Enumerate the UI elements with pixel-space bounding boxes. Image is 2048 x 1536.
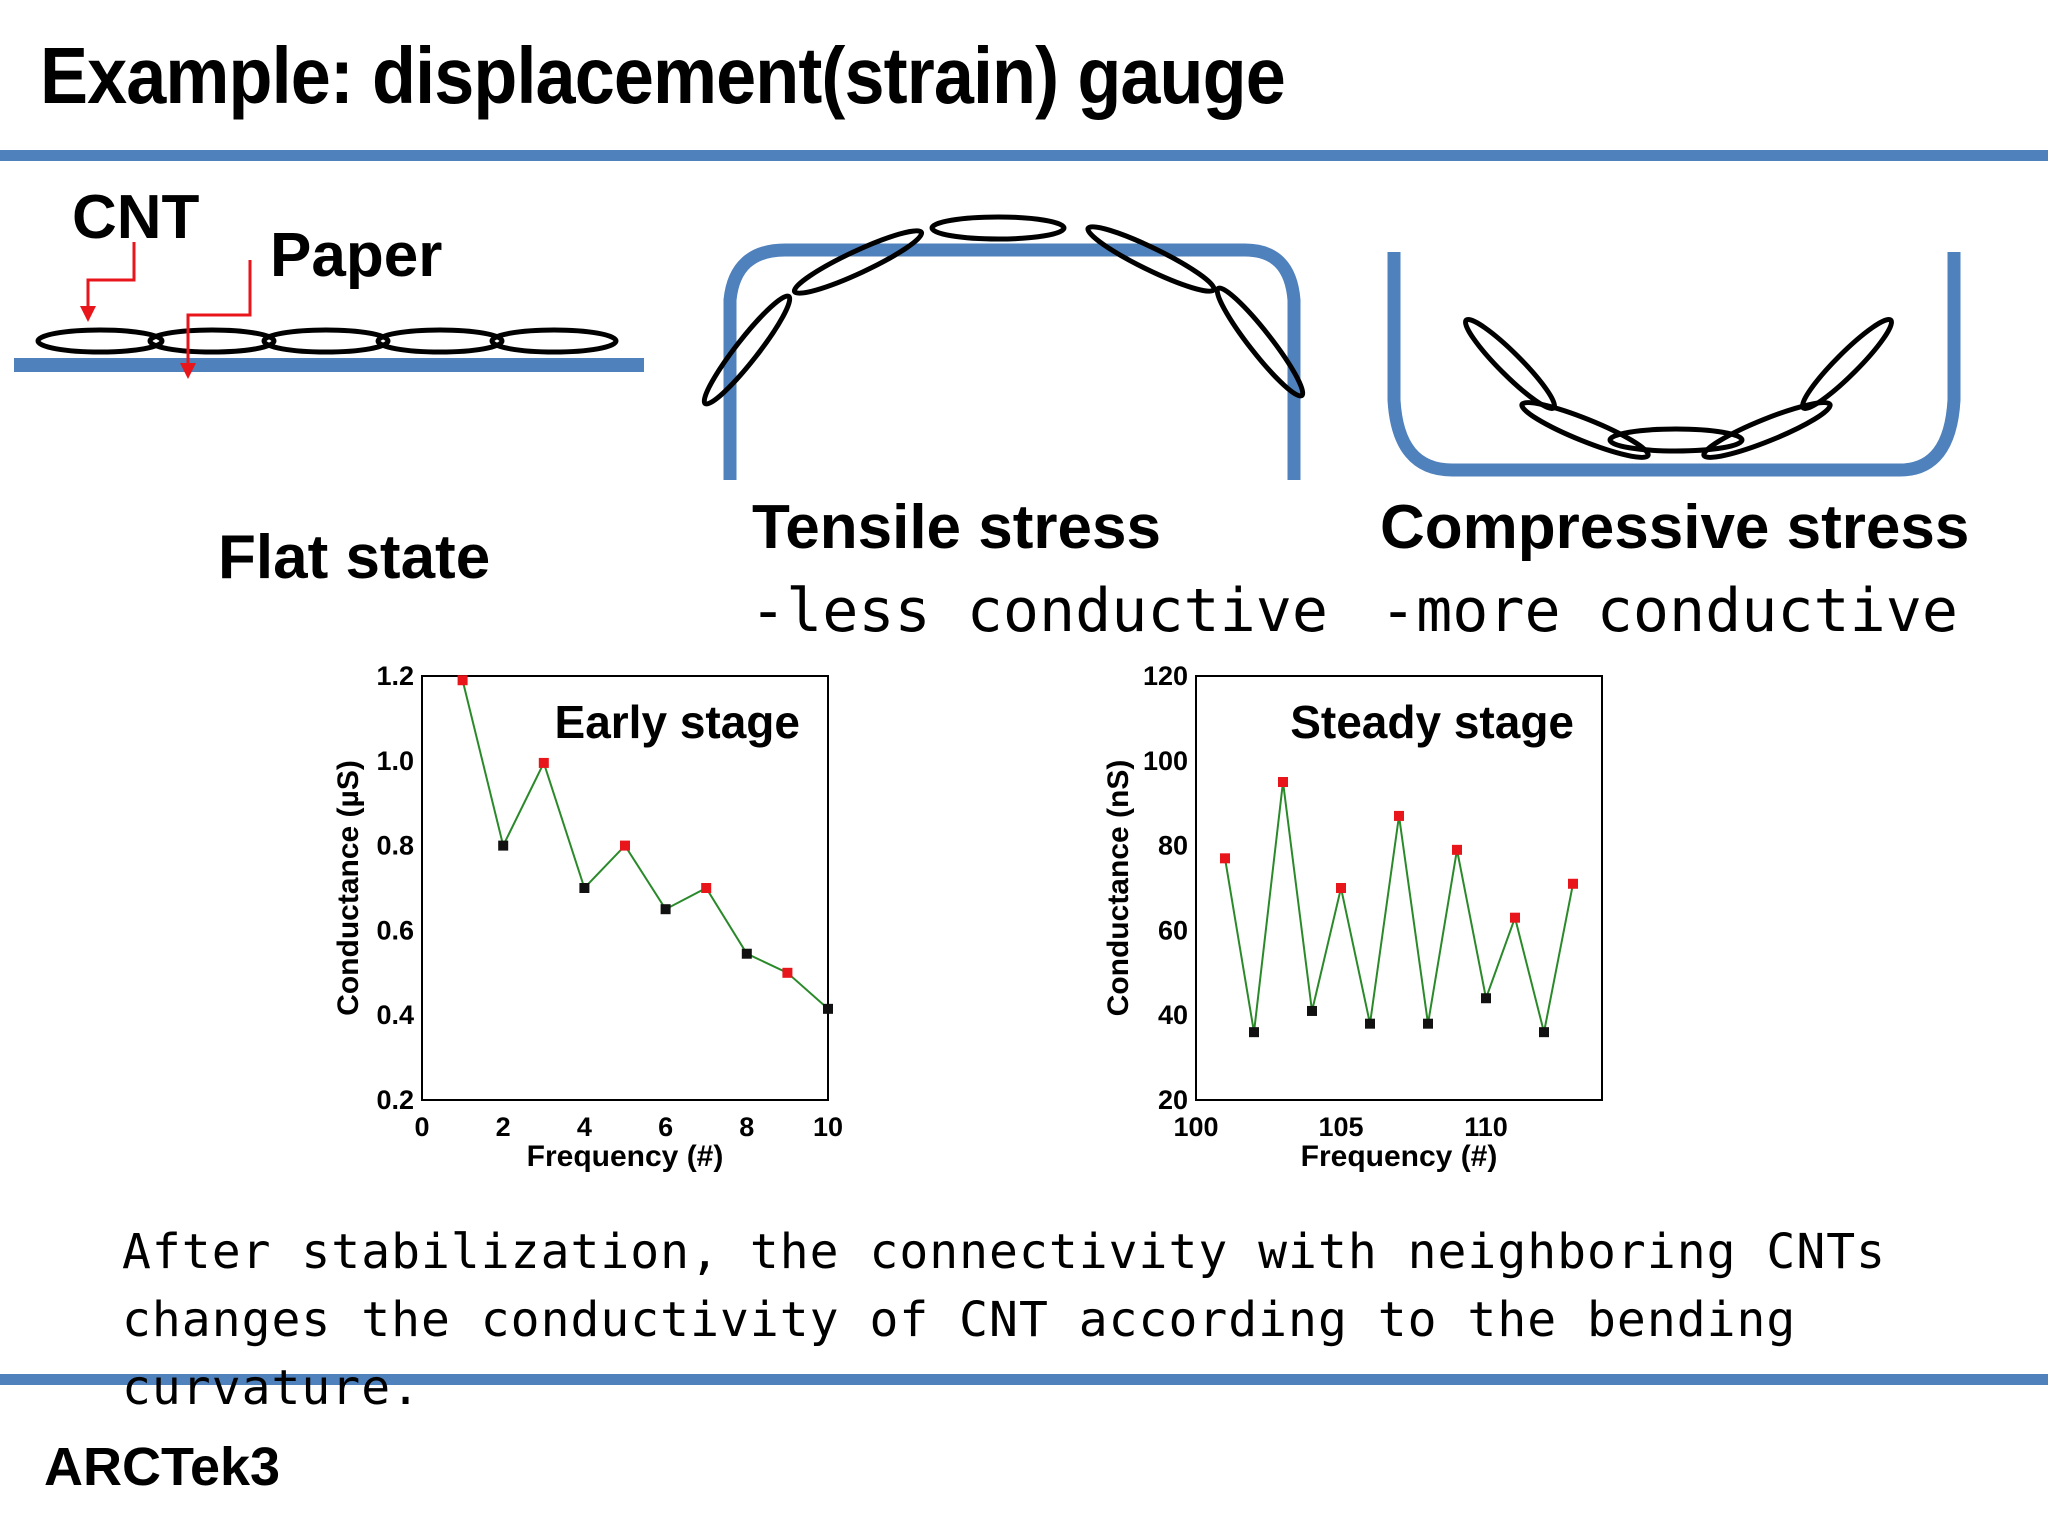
y-tick-label: 1.0	[376, 746, 414, 776]
y-tick-label: 0.6	[376, 915, 414, 945]
data-point	[1307, 1005, 1317, 1016]
caption-line: After stabilization, the connectivity wi…	[122, 1224, 1887, 1280]
top-divider	[0, 150, 2048, 161]
paper-arrow-head	[180, 363, 196, 379]
cnt-label: CNT	[72, 183, 200, 252]
y-axis-label: Conductance (nS)	[1102, 760, 1135, 1017]
data-point	[782, 967, 793, 978]
data-point	[1510, 912, 1520, 923]
flat-state-diagram	[14, 242, 644, 379]
data-point	[1481, 993, 1491, 1004]
paper-label: Paper	[270, 221, 443, 290]
tensile-stress-label: Tensile stress	[752, 493, 1161, 562]
y-tick-label: 0.4	[376, 1000, 414, 1030]
data-point	[701, 883, 712, 893]
caption: After stabilization, the connectivity wi…	[122, 1218, 1886, 1422]
footer-brand: ARCTek3	[44, 1437, 281, 1497]
data-point	[538, 757, 549, 768]
slide-title: Example: displacement(strain) gauge	[40, 31, 1286, 120]
y-tick-label: 20	[1158, 1085, 1188, 1115]
x-axis-label: Frequency (#)	[527, 1140, 724, 1173]
y-tick-label: 1.2	[376, 661, 414, 691]
cnt-ellipse	[35, 327, 165, 355]
data-point	[1220, 853, 1230, 864]
compressive-note: -more conductive	[1380, 576, 1958, 646]
tensile-note: -less conductive	[750, 576, 1328, 646]
data-point	[1423, 1018, 1433, 1029]
data-point	[1278, 777, 1288, 787]
compressive-stress-diagram	[1387, 252, 1961, 477]
chart-title: Steady stage	[1290, 696, 1574, 748]
cnt-ellipse	[1519, 400, 1651, 460]
data-point	[1452, 844, 1462, 855]
x-tick-label: 105	[1318, 1112, 1363, 1142]
y-axis-label: Conductance (µS)	[332, 760, 365, 1016]
x-axis-label: Frequency (#)	[1301, 1140, 1498, 1173]
cnt-ellipse	[261, 327, 391, 355]
data-point	[620, 840, 630, 851]
data-point	[741, 948, 752, 959]
x-tick-label: 2	[496, 1112, 511, 1142]
plot-frame	[1195, 675, 1603, 1101]
x-tick-label: 110	[1464, 1112, 1508, 1142]
cnt-ellipse	[929, 214, 1067, 242]
cnt-ellipse	[489, 327, 619, 355]
bent-paper-convex	[723, 243, 1301, 480]
cnt-ellipse	[375, 327, 505, 355]
data-point	[579, 883, 590, 893]
data-point	[823, 1003, 833, 1014]
y-tick-label: 80	[1158, 831, 1188, 861]
cnt-ellipse	[1701, 400, 1833, 460]
cnt-ellipse	[701, 293, 793, 407]
data-point	[1336, 883, 1346, 893]
cnt-ellipse	[791, 228, 925, 296]
cnt-ellipse	[1214, 285, 1306, 399]
data-point	[498, 840, 509, 851]
x-tick-label: 0	[414, 1112, 429, 1142]
data-point	[457, 675, 468, 686]
series-line	[461, 679, 829, 1010]
cnt-pointer-line	[86, 242, 136, 308]
y-tick-label: 60	[1158, 915, 1188, 945]
caption-line: curvature.	[122, 1360, 421, 1416]
cnt-ellipse	[1462, 316, 1558, 412]
x-tick-label: 6	[658, 1112, 673, 1142]
cnt-ellipse	[1607, 426, 1745, 454]
x-tick-label: 4	[577, 1112, 592, 1142]
tensile-stress-diagram	[701, 214, 1306, 480]
x-tick-label: 100	[1173, 1112, 1218, 1142]
data-point	[1249, 1027, 1259, 1038]
data-point	[1568, 878, 1578, 889]
paper-strip	[14, 358, 644, 372]
cnt-ellipse	[1085, 224, 1217, 294]
y-tick-label: 0.2	[376, 1085, 414, 1115]
bottom-divider	[0, 1374, 2048, 1385]
plot-frame	[421, 675, 829, 1101]
data-point	[660, 904, 671, 915]
chart-title: Early stage	[555, 696, 800, 748]
x-tick-label: 10	[813, 1112, 843, 1142]
cnt-ellipse	[147, 327, 277, 355]
x-tick-label: 8	[739, 1112, 754, 1142]
compressive-stress-label: Compressive stress	[1380, 493, 1970, 562]
y-tick-label: 120	[1143, 661, 1188, 691]
data-point	[1539, 1027, 1549, 1038]
cnt-ellipse	[1799, 316, 1895, 412]
y-tick-label: 100	[1143, 746, 1188, 776]
y-tick-label: 0.8	[376, 831, 414, 861]
flat-state-label: Flat state	[218, 523, 491, 592]
data-point	[1365, 1018, 1375, 1029]
cnt-arrow-head	[80, 306, 96, 322]
y-tick-label: 40	[1158, 1000, 1188, 1030]
data-point	[1394, 810, 1404, 821]
paper-pointer-line	[186, 260, 252, 365]
caption-line: changes the conductivity of CNT accordin…	[122, 1292, 1797, 1348]
bent-paper-concave	[1387, 252, 1961, 477]
